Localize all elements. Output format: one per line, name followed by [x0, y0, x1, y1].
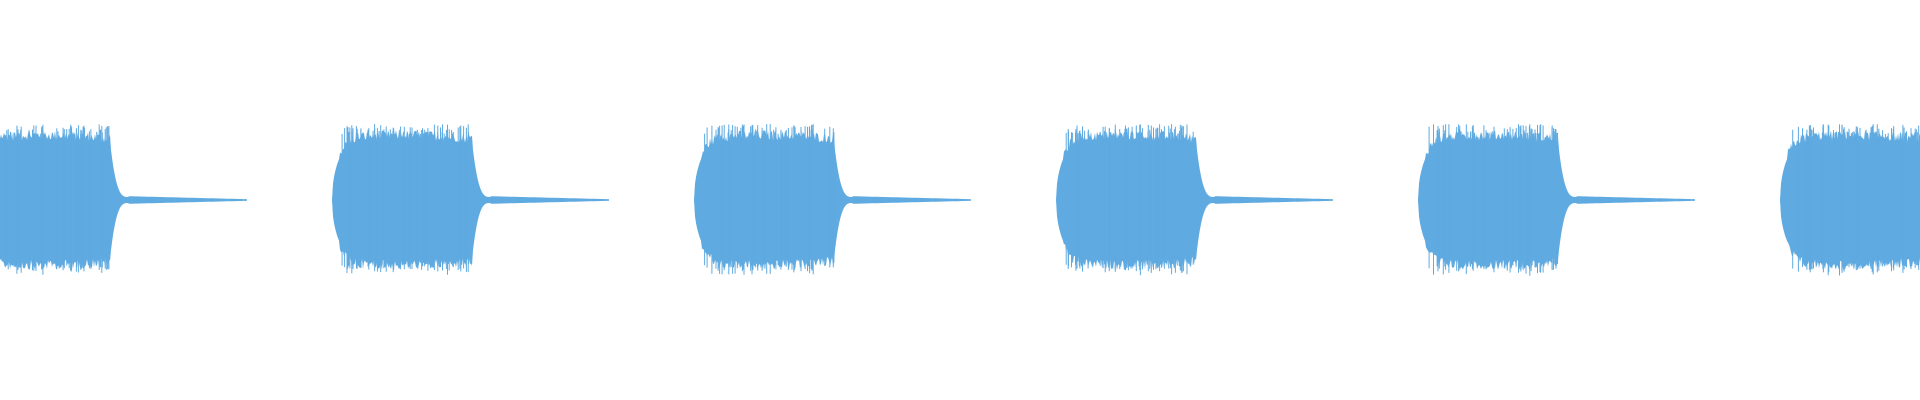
waveform-burst-shape: [1780, 130, 1920, 270]
waveform-burst-1: [0, 124, 247, 275]
waveform-burst-shape: [0, 130, 247, 270]
bursts-layer: [0, 124, 1920, 276]
waveform-burst-shape: [332, 130, 609, 270]
waveform-burst-6: [1780, 124, 1920, 276]
waveform-burst-5: [1418, 124, 1695, 276]
waveform-burst-4: [1056, 124, 1333, 276]
waveform-burst-2: [332, 124, 609, 275]
waveform-burst-3: [694, 124, 971, 275]
waveform-burst-shape: [1056, 130, 1333, 270]
